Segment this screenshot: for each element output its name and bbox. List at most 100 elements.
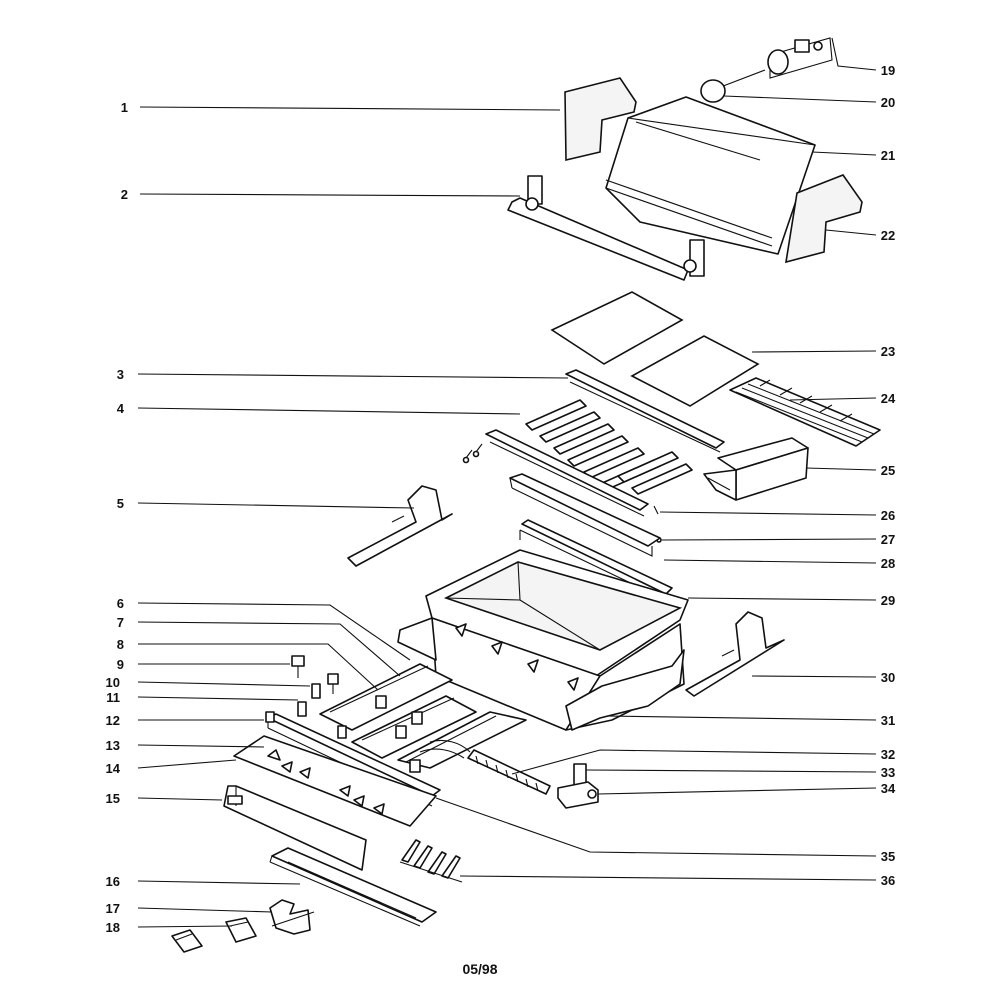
leader-line-29 xyxy=(687,597,877,601)
callout-33: 33 xyxy=(881,765,895,780)
part-4-flavorizer-bars xyxy=(525,399,693,495)
leader-line-33 xyxy=(585,769,877,773)
leader-line-18 xyxy=(137,925,233,928)
part-36-clips xyxy=(399,839,463,883)
callout-10: 10 xyxy=(106,675,120,690)
leader-line-13 xyxy=(137,744,265,748)
leader-line-2 xyxy=(139,193,521,197)
callout-28: 28 xyxy=(881,556,895,571)
leader-line-26 xyxy=(659,511,877,516)
part-5-left-bracket xyxy=(347,485,453,567)
leader-line-32 xyxy=(511,749,877,775)
leader-line-27 xyxy=(661,538,877,541)
leader-line-15 xyxy=(137,797,223,801)
callout-2: 2 xyxy=(121,187,128,202)
part-22-right-end-cap xyxy=(785,174,863,264)
part-24-warming-rack xyxy=(729,377,881,447)
callout-13: 13 xyxy=(106,738,120,753)
callout-7: 7 xyxy=(117,615,124,630)
callout-32: 32 xyxy=(881,747,895,762)
leader-line-20 xyxy=(723,95,877,103)
callout-11: 11 xyxy=(106,690,120,705)
leader-line-14 xyxy=(137,759,237,769)
leader-line-16 xyxy=(137,880,301,885)
leader-line-17 xyxy=(137,907,273,913)
callout-14: 14 xyxy=(106,761,121,776)
callout-labels: 1234567891011121314151617181920212223242… xyxy=(106,63,896,935)
callout-27: 27 xyxy=(881,532,895,547)
callout-4: 4 xyxy=(117,401,125,416)
part-catch-plate xyxy=(509,473,661,557)
callout-6: 6 xyxy=(117,596,124,611)
leader-line-21 xyxy=(811,151,877,156)
part-2-handle xyxy=(507,175,705,281)
callout-31: 31 xyxy=(881,713,895,728)
callout-16: 16 xyxy=(106,874,120,889)
leader-lines xyxy=(137,37,877,928)
part-21-lid xyxy=(605,96,816,255)
callout-29: 29 xyxy=(881,593,895,608)
leader-line-5 xyxy=(137,502,415,509)
part-15-front-panel xyxy=(223,785,367,871)
part-3-rail xyxy=(565,369,725,453)
part-33-34-igniter-module xyxy=(557,763,599,809)
leader-line-31 xyxy=(605,715,877,721)
leader-line-6 xyxy=(137,602,411,661)
small-screws xyxy=(462,443,483,464)
part-32-igniter xyxy=(419,739,551,795)
callout-26: 26 xyxy=(881,508,895,523)
callout-1: 1 xyxy=(121,100,128,115)
leader-line-23 xyxy=(751,350,877,353)
callout-18: 18 xyxy=(106,920,120,935)
leader-line-36 xyxy=(459,875,877,881)
part-23-cooking-grates xyxy=(550,291,760,407)
leader-line-34 xyxy=(597,787,877,795)
leader-line-25 xyxy=(805,467,877,471)
part-20-knob xyxy=(700,79,726,103)
date-code: 05/98 xyxy=(462,961,497,977)
callout-20: 20 xyxy=(881,95,895,110)
callout-19: 19 xyxy=(881,63,895,78)
leader-line-11 xyxy=(137,696,299,701)
part-14-control-panel xyxy=(233,735,437,827)
callout-23: 23 xyxy=(881,344,895,359)
callout-22: 22 xyxy=(881,228,895,243)
callout-21: 21 xyxy=(881,148,895,163)
part-19-thermometer xyxy=(717,37,833,89)
part-9-10-11-valves xyxy=(291,655,423,773)
leader-line-4 xyxy=(137,407,521,415)
callout-17: 17 xyxy=(106,901,120,916)
leader-line-24 xyxy=(789,397,877,401)
leader-line-28 xyxy=(663,559,877,564)
callout-8: 8 xyxy=(117,637,124,652)
callout-36: 36 xyxy=(881,873,895,888)
callout-12: 12 xyxy=(106,713,120,728)
callout-34: 34 xyxy=(881,781,896,796)
leader-line-35 xyxy=(435,797,877,857)
parts-layer xyxy=(171,37,881,953)
leader-line-3 xyxy=(137,373,569,379)
part-18-grease-cups xyxy=(171,917,257,953)
leader-line-1 xyxy=(139,106,561,111)
part-31-bottom-tray xyxy=(565,649,685,731)
leader-line-30 xyxy=(751,675,877,678)
callout-5: 5 xyxy=(117,496,124,511)
part-flavorizer-rail xyxy=(485,429,649,517)
callout-35: 35 xyxy=(881,849,895,864)
leader-line-10 xyxy=(137,681,311,687)
callout-24: 24 xyxy=(881,391,896,406)
callout-9: 9 xyxy=(117,657,124,672)
part-17-grease-holder xyxy=(269,899,315,935)
callout-25: 25 xyxy=(881,463,895,478)
part-25-smoker-box xyxy=(703,437,809,501)
callout-15: 15 xyxy=(106,791,120,806)
part-30-right-bracket xyxy=(685,611,785,697)
leader-line-8 xyxy=(138,643,379,691)
callout-30: 30 xyxy=(881,670,895,685)
leader-line-22 xyxy=(825,229,877,236)
callout-3: 3 xyxy=(117,367,124,382)
part-1-left-end-cap xyxy=(564,77,637,162)
part-16-grease-tray xyxy=(269,847,437,927)
leader-line-7 xyxy=(137,621,401,677)
